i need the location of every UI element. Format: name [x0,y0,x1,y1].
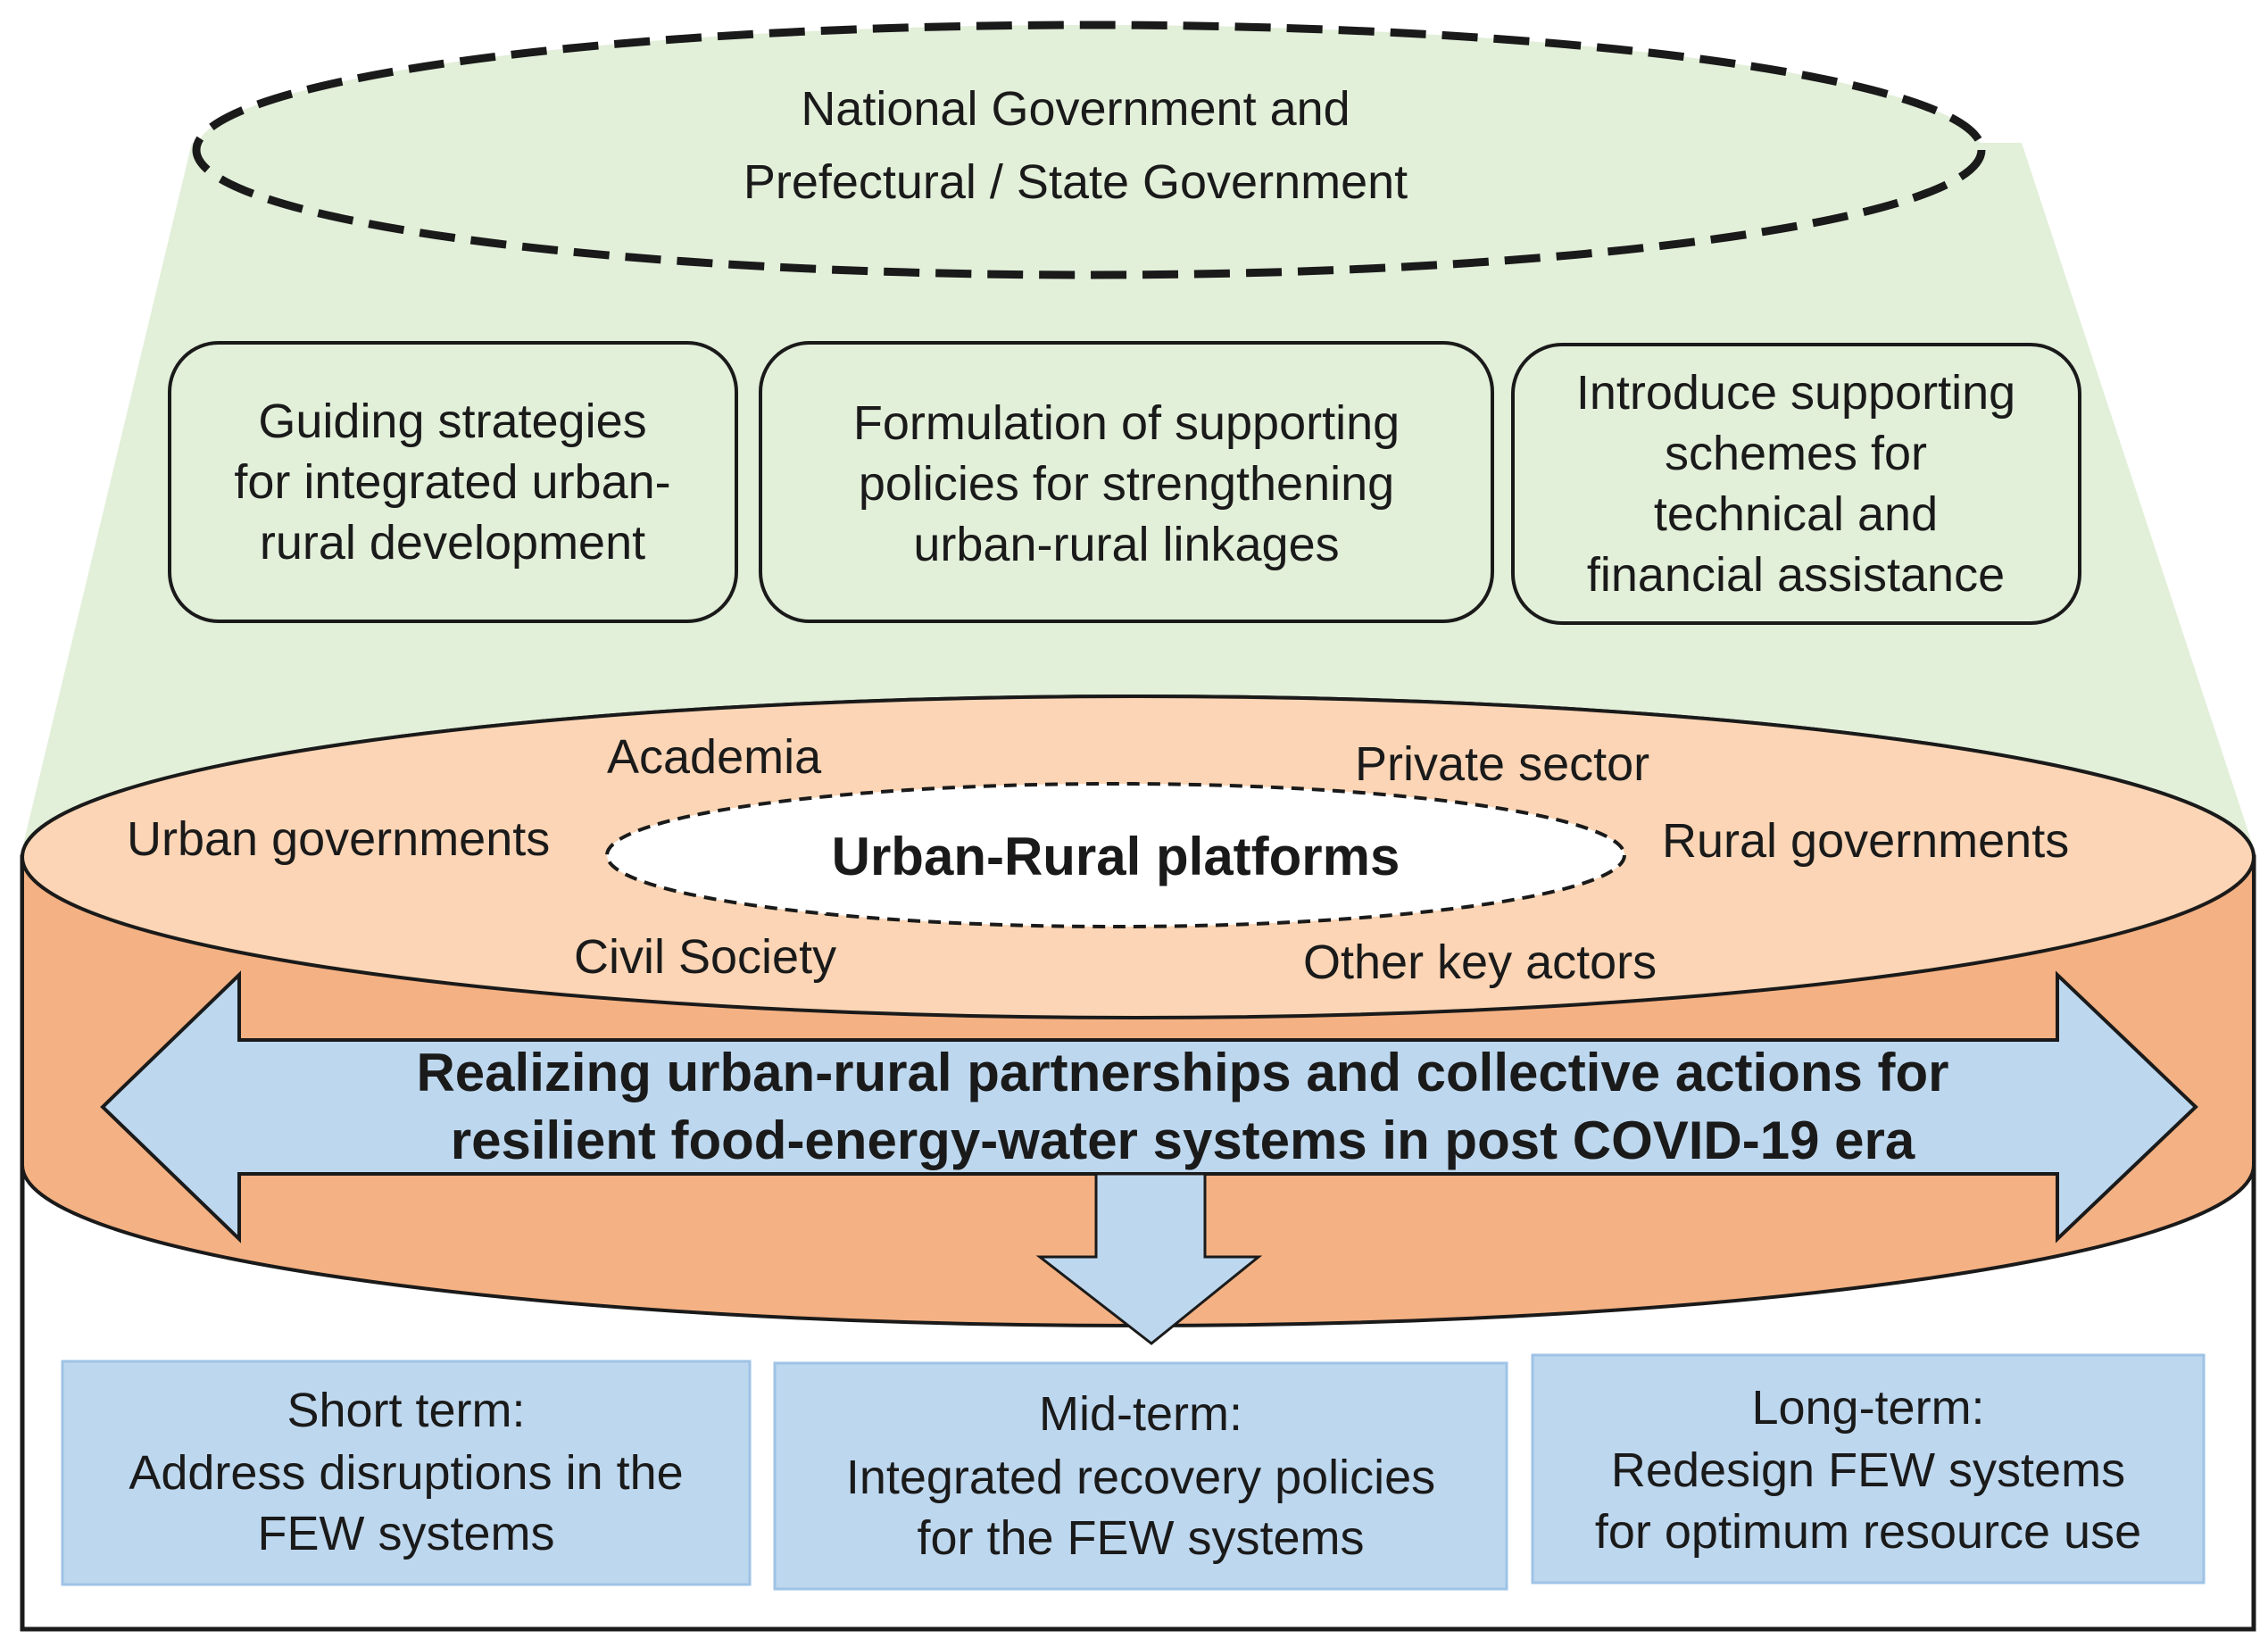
term-mid-line-1: Integrated recovery policies [846,1451,1435,1504]
stakeholder-urban-governments: Urban governments [127,812,550,866]
platform-center-ellipse [605,782,1626,928]
term-short-line-1: Address disruptions in the [129,1446,683,1500]
stakeholder-academia: Academia [607,730,822,784]
support-box-3-line-4: financial assistance [1587,548,2005,602]
term-mid-line-2: for the FEW systems [917,1511,1364,1565]
government-ellipse [192,21,1986,279]
term-long-line-2: for optimum resource use [1595,1505,2141,1559]
stakeholder-civil-society: Civil Society [574,930,836,984]
government-title-line-1: National Government and [801,82,1350,136]
stakeholder-private-sector: Private sector [1355,737,1649,791]
support-box-1-line-1: Guiding strategies [258,395,646,448]
platform-center-label: Urban-Rural platforms [832,827,1400,886]
government-title-line-2: Prefectural / State Government [744,155,1408,209]
support-box-schemes: Introduce supporting schemes for technic… [1511,343,2081,625]
support-box-2-line-3: urban-rural linkages [913,518,1339,571]
support-box-2-line-1: Formulation of supporting [853,396,1400,450]
support-box-policies: Formulation of supporting policies for s… [759,341,1494,623]
partnership-double-arrow [100,970,2198,1244]
down-arrow [1035,1172,1263,1345]
term-box-long: Long-term: Redesign FEW systems for opti… [1531,1353,2206,1585]
term-box-short: Short term: Address disruptions in the F… [61,1360,752,1586]
stakeholder-rural-governments: Rural governments [1662,814,2069,868]
support-box-3-line-1: Introduce supporting [1576,366,2015,420]
term-mid-title: Mid-term: [1039,1387,1242,1441]
support-box-3-line-2: schemes for [1665,427,1927,480]
stakeholder-other-key-actors: Other key actors [1303,936,1657,989]
term-short-title: Short term: [287,1384,525,1437]
support-box-1-line-3: rural development [260,516,645,570]
support-box-3-line-3: technical and [1654,487,1938,541]
term-short-line-2: FEW systems [258,1507,555,1560]
support-box-1-line-2: for integrated urban- [234,455,670,509]
support-box-2-line-2: policies for strengthening [859,457,1394,511]
term-box-mid: Mid-term: Integrated recovery policies f… [773,1361,1508,1591]
term-long-title: Long-term: [1751,1381,1984,1435]
term-long-line-1: Redesign FEW systems [1611,1443,2125,1497]
support-box-strategies: Guiding strategies for integrated urban-… [168,341,738,623]
arrow-line-1: Realizing urban-rural partnerships and c… [416,1043,1948,1102]
arrow-line-2: resilient food-energy-water systems in p… [451,1110,1915,1170]
